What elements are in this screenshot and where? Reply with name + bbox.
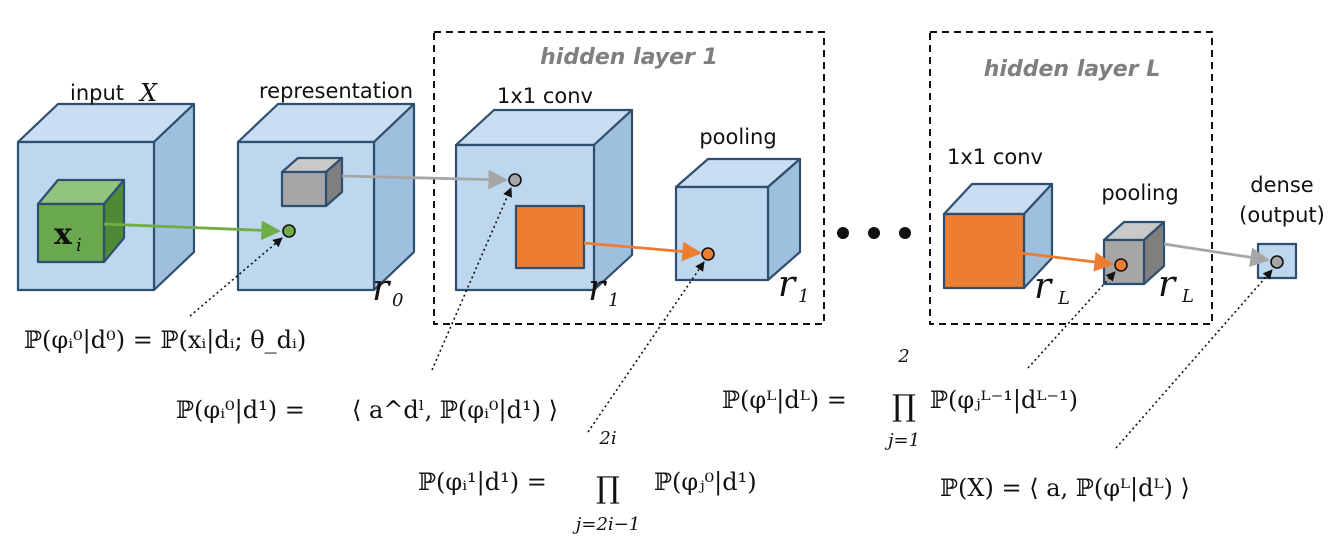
xi-label: x [54,217,73,252]
ellipsis-dots [837,227,911,239]
conv1-cube [454,108,634,292]
r0-subscript: 0 [392,290,403,311]
formula-conv-rhs: ⟨ a^dˡ, ℙ(φᵢ⁰|d¹) ⟩ [352,396,558,425]
rL-conv-label: r [1034,266,1053,307]
formula-poolL-rhs: ℙ(φⱼᴸ⁻¹|dᴸ⁻¹) [930,386,1078,415]
dense-output-label: (output) [1239,203,1325,227]
pointer-output-formula [1115,269,1273,449]
representation-label: representation [259,79,413,103]
input-variable: X [138,79,158,107]
pointer-poolL-formula [1027,271,1116,369]
formula-input-representation: ℙ(φᵢ⁰|d⁰) = ℙ(xᵢ|dᵢ; θ_dᵢ) [24,326,306,355]
formula-poolL-lower-limit: j=1 [884,430,920,451]
dense-node [1270,255,1284,269]
formula-pool-rhs: ℙ(φⱼ⁰|d¹) [654,468,757,497]
poolL-to-dense-arrow [1163,242,1270,268]
conv1-node [508,173,522,187]
hidden-layer-L-box [929,31,1213,325]
convL-to-poolL-arrow [1019,251,1114,272]
convL-cube [942,182,1054,290]
pool1-label: pooling [699,125,776,149]
conv1-to-pool1-arrow [583,241,702,262]
r1-conv-label: r [588,268,607,309]
formula-poolL-product-symbol: ∏ [892,389,916,424]
pool1-node [701,247,715,261]
input-label: input [70,81,124,105]
hidden-layer-L-label: hidden layer L [984,57,1160,82]
pool1-cube [674,157,802,282]
poolL-label: pooling [1101,181,1178,205]
formula-poolL-lhs: ℙ(φᴸ|dᴸ) = [722,386,847,415]
formula-pool-upper-limit: 2i [598,428,616,449]
representation-to-conv1-arrow [341,169,508,190]
r1-pool-subscript: 1 [798,286,809,307]
formula-pool-lhs: ℙ(φᵢ¹|d¹) = [418,468,547,497]
input-patch-cube: x i [36,178,126,264]
formula-poolL-upper-limit: 2 [897,346,909,367]
conv1-label: 1x1 conv [497,84,593,108]
pointer-conv-formula [431,187,512,371]
rL-pool-subscript: L [1181,286,1194,307]
formula-conv-lhs: ℙ(φᵢ⁰|d¹) = [176,396,305,425]
r1-conv-subscript: 1 [608,290,619,311]
formula-output: ℙ(X) = ⟨ a, ℙ(φᴸ|dᴸ) ⟩ [940,474,1190,503]
representation-cube [236,102,416,292]
hidden-layer-1-label: hidden layer 1 [540,45,718,70]
representation-kernel-cube [280,156,344,208]
representation-node [282,224,296,238]
rL-pool-label: r [1158,264,1177,305]
poolL-cube [1102,220,1166,286]
convL-label: 1x1 conv [947,145,1043,169]
pointer-input-formula [189,237,283,317]
formula-pool-product-symbol: ∏ [596,471,620,506]
r1-pool-label: r [778,264,797,305]
formula-pool-lower-limit: j=2i−1 [572,514,640,535]
dense-label: dense [1250,173,1313,197]
pointer-pool-formula [587,261,705,433]
input-to-representation-arrow [103,220,281,241]
r0-label: r [372,268,391,309]
rL-conv-subscript: L [1057,288,1070,309]
xi-subscript: i [76,235,82,256]
poolL-node [1114,258,1128,272]
